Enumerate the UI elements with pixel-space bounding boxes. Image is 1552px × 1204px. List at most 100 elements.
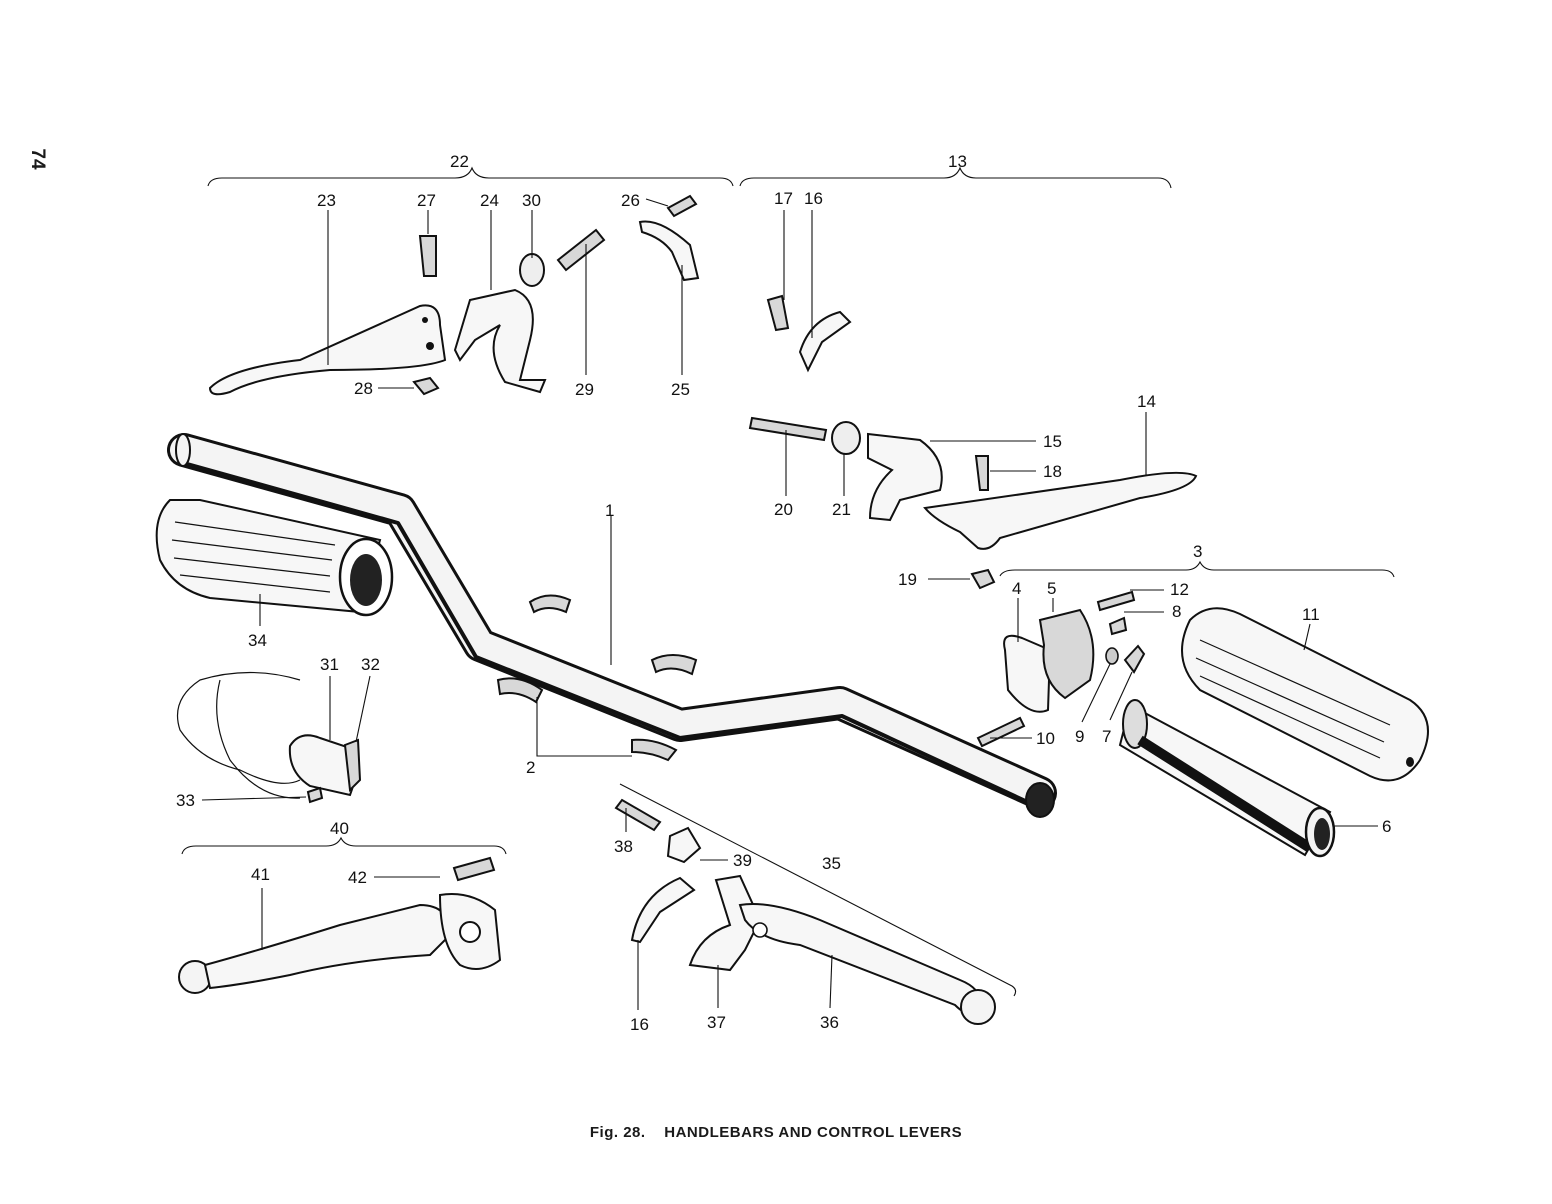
leader-33 [201,796,307,801]
brace-40 [181,836,507,855]
brace-35 [619,783,1017,997]
screw-18 [974,455,989,491]
label-24: 24 [480,191,499,210]
switch-clip-32 [343,738,362,793]
lever-clamp-15 [867,432,943,522]
label-3: 3 [1193,542,1202,561]
label-8: 8 [1172,602,1181,621]
clip-upper-left [528,594,572,614]
label-32: 32 [361,655,380,674]
label-38: 38 [614,837,633,856]
label-16b: 16 [630,1015,649,1034]
clamp-screw-10 [976,716,1026,748]
brake-lever-36 [738,903,996,1025]
label-13: 13 [948,152,967,171]
leader-11 [1303,623,1311,651]
leader-9 [1081,663,1111,723]
nut-39 [666,826,702,864]
label-10: 10 [1036,729,1055,748]
adjuster-38 [614,798,662,832]
handlebar-shade [179,460,1035,807]
label-18: 18 [1043,462,1062,481]
label-23: 23 [317,191,336,210]
nut-21 [831,421,861,455]
label-34: 34 [248,631,267,650]
label-29: 29 [575,380,594,399]
nut-19 [970,568,996,590]
label-5: 5 [1047,579,1056,598]
leader-7 [1109,671,1133,721]
label-6: 6 [1382,817,1391,836]
leader-26 [645,198,669,207]
label-31: 31 [320,655,339,674]
label-20: 20 [774,500,793,519]
screw-26 [666,194,698,218]
label-15: 15 [1043,432,1062,451]
label-11: 11 [1302,605,1320,624]
label-14: 14 [1137,392,1156,411]
label-4: 4 [1012,579,1021,598]
label-16a: 16 [804,189,823,208]
label-25: 25 [671,380,690,399]
label-37: 37 [707,1013,726,1032]
right-grip [1181,607,1429,782]
clip-upper-right [650,654,698,676]
adjuster-pin [1096,590,1136,612]
handlebar-tube-fill [170,436,1054,807]
twist-grip-body-half-2 [1038,608,1095,700]
lever-clamp-24 [453,288,547,394]
clamp-16-upper [798,310,852,373]
adjuster-29 [556,228,606,272]
label-12: 12 [1170,580,1189,599]
label-39: 39 [733,851,752,870]
cable-nipple [1123,644,1146,674]
label-26: 26 [621,191,640,210]
clip-lower-right [631,738,678,762]
label-42: 42 [348,868,367,887]
brace-22 [207,166,734,187]
label-9: 9 [1075,727,1084,746]
handlebar-end-left [175,433,191,467]
label-40: 40 [330,819,349,838]
leader-32 [355,675,371,743]
brace-13 [739,166,1172,189]
twist-grip-sleeve [1118,699,1336,858]
label-7: 7 [1102,727,1111,746]
label-28: 28 [354,379,373,398]
screw-17 [766,294,790,332]
label-35: 35 [822,854,841,873]
screw-33 [306,786,324,804]
label-33: 33 [176,791,195,810]
nut-28 [412,376,440,396]
brace-3 [999,560,1395,578]
figure-title: HANDLEBARS AND CONTROL LEVERS [664,1124,963,1141]
ignition-lever [178,893,502,994]
switch-cable-2 [216,679,301,799]
adjuster-20 [748,416,828,442]
leader-36 [829,954,833,1009]
exploded-parts-diagram: 1 2 3 4 5 6 7 8 9 10 11 12 13 14 15 16 1… [155,152,1429,1034]
handlebar-end [1025,782,1055,818]
label-19: 19 [898,570,917,589]
label-41: 41 [251,865,270,884]
label-17: 17 [774,189,793,208]
left-grip [155,499,394,617]
label-22: 22 [450,152,469,171]
label-27: 27 [417,191,436,210]
label-36: 36 [820,1013,839,1032]
clip-lower-left [496,677,544,704]
clutch-lever-14 [923,471,1198,550]
label-21: 21 [832,500,851,519]
clamp-16-lower [630,876,696,944]
washer-30 [519,253,545,287]
clamp-25 [638,220,700,282]
switch-cable [176,671,301,784]
label-2: 2 [526,758,535,777]
figure-caption: Fig. 28. HANDLEBARS AND CONTROL LEVERS [0,1124,1552,1141]
adjuster-42 [452,856,496,882]
stop-screw [1108,616,1128,636]
bolt-27 [418,235,437,277]
friction-spring [1105,647,1119,665]
figure-number: Fig. 28. [589,1124,646,1141]
